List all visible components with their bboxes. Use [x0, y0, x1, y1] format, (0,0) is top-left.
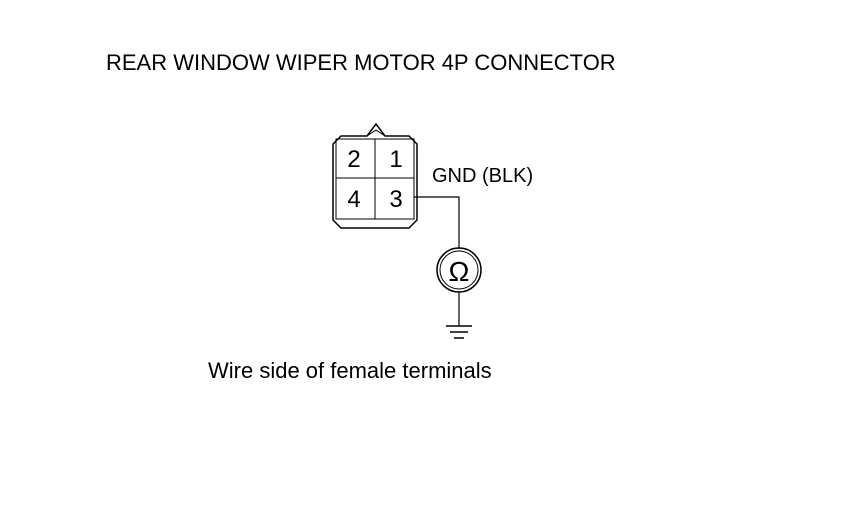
connector-4p: 2 1 4 3 [332, 122, 418, 229]
ohmmeter: Ω [436, 247, 482, 293]
connector-lock-tab [366, 129, 386, 137]
diagram-title: REAR WINDOW WIPER MOTOR 4P CONNECTOR [106, 50, 616, 75]
ground-symbol-icon [446, 325, 472, 339]
terminal-label-3: 3 [389, 186, 402, 213]
terminal-label-2: 2 [347, 146, 360, 173]
ohm-symbol: Ω [449, 256, 470, 287]
test-lead-wire [414, 196, 460, 248]
wire-label-gnd: GND (BLK) [432, 165, 533, 187]
terminal-label-1: 1 [389, 146, 402, 173]
diagram-caption: Wire side of female terminals [208, 358, 492, 383]
ohmmeter-inner-ring [439, 250, 479, 290]
terminal-label-4: 4 [347, 186, 360, 213]
